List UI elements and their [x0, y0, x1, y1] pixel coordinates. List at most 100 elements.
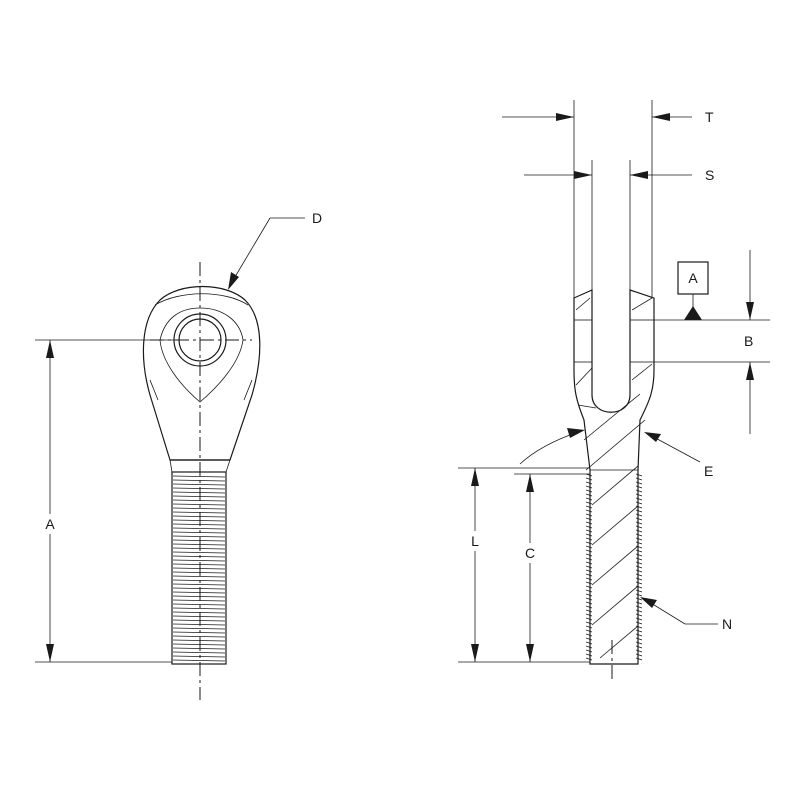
side-thread-tick	[585, 521, 593, 525]
side-thread-tick	[635, 601, 643, 605]
thread-line	[172, 655, 226, 658]
side-thread-tick	[635, 649, 643, 653]
side-thread-tick	[635, 613, 643, 617]
thread-line	[172, 563, 226, 566]
side-thread-tick	[635, 477, 643, 481]
thread-line	[172, 559, 226, 562]
side-thread-tick	[635, 609, 643, 613]
label-t: T	[705, 109, 714, 125]
side-thread-tick	[635, 605, 643, 609]
thread-line	[172, 639, 226, 642]
side-thread-tick	[585, 577, 593, 581]
thread-line	[172, 539, 226, 542]
thread-line	[172, 547, 226, 550]
side-thread-tick	[585, 565, 593, 569]
side-thread-tick	[585, 637, 593, 641]
front-view-rod-end	[142, 262, 261, 700]
thread-line	[172, 531, 226, 534]
side-thread-tick	[585, 585, 593, 589]
side-thread-tick	[585, 593, 593, 597]
side-thread-tick	[635, 533, 643, 537]
thread-line	[172, 519, 226, 522]
side-thread-tick	[635, 557, 643, 561]
dimension-s: S	[524, 167, 714, 183]
side-view-clevis	[573, 100, 655, 680]
side-thread-tick	[585, 561, 593, 565]
side-thread-tick	[585, 485, 593, 489]
dimension-c: C	[514, 473, 590, 662]
label-l: L	[471, 533, 479, 549]
side-thread-tick	[635, 645, 643, 649]
side-thread-tick	[635, 569, 643, 573]
side-thread-tick	[635, 549, 643, 553]
side-thread-tick	[635, 489, 643, 493]
side-thread-tick	[635, 553, 643, 557]
side-thread-tick	[635, 577, 643, 581]
thread-line	[172, 499, 226, 502]
side-thread-tick	[635, 501, 643, 505]
side-thread-tick	[635, 629, 643, 633]
thread-line	[172, 551, 226, 554]
thread-line	[172, 635, 226, 638]
threaded-shank	[171, 471, 227, 665]
section-hatch	[575, 297, 653, 659]
side-thread-lines	[585, 473, 643, 661]
thread-line	[172, 611, 226, 614]
side-thread-tick	[585, 653, 593, 657]
label-datum-a: A	[688, 270, 698, 286]
side-thread-tick	[635, 581, 643, 585]
side-thread-tick	[635, 637, 643, 641]
side-thread-tick	[585, 649, 593, 653]
side-thread-tick	[635, 561, 643, 565]
side-thread-tick	[585, 509, 593, 513]
thread-line	[172, 567, 226, 570]
side-thread-tick	[585, 645, 593, 649]
thread-line	[172, 591, 226, 594]
side-thread-tick	[635, 473, 643, 477]
label-d: D	[312, 210, 322, 226]
eye-boss	[159, 307, 244, 403]
label-a-front: A	[45, 516, 55, 532]
thread-line	[172, 503, 226, 506]
side-thread-tick	[635, 573, 643, 577]
thread-line	[172, 507, 226, 510]
thread-line	[172, 651, 226, 654]
side-thread-tick	[585, 541, 593, 545]
side-thread-tick	[635, 485, 643, 489]
side-thread-tick	[585, 609, 593, 613]
thread-line	[172, 579, 226, 582]
side-thread-tick	[585, 549, 593, 553]
thread-line	[172, 631, 226, 634]
label-s: S	[705, 167, 714, 183]
side-thread-tick	[585, 629, 593, 633]
thread-line	[172, 483, 226, 486]
side-thread-tick	[635, 657, 643, 661]
side-thread-tick	[585, 589, 593, 593]
thread-line	[172, 583, 226, 586]
side-thread-tick	[585, 601, 593, 605]
side-thread-tick	[635, 565, 643, 569]
thread-line	[172, 615, 226, 618]
side-thread-tick	[585, 529, 593, 533]
side-thread-tick	[635, 541, 643, 545]
side-thread-tick	[585, 489, 593, 493]
thread-line	[172, 515, 226, 518]
side-thread-tick	[635, 497, 643, 501]
dimension-b: B	[654, 250, 770, 434]
dimension-t: T	[502, 109, 714, 125]
thread-line	[172, 491, 226, 494]
side-thread-tick	[635, 617, 643, 621]
dimension-a-front: A	[35, 339, 180, 663]
side-thread-tick	[635, 513, 643, 517]
side-thread-tick	[585, 553, 593, 557]
side-thread-tick	[635, 653, 643, 657]
thread-line	[172, 627, 226, 630]
thread-line	[172, 475, 226, 478]
side-thread-tick	[585, 621, 593, 625]
clevis-outline	[573, 289, 655, 665]
side-thread-tick	[635, 521, 643, 525]
side-thread-tick	[585, 625, 593, 629]
side-thread-tick	[585, 557, 593, 561]
side-thread-tick	[635, 597, 643, 601]
side-thread-tick	[585, 517, 593, 521]
